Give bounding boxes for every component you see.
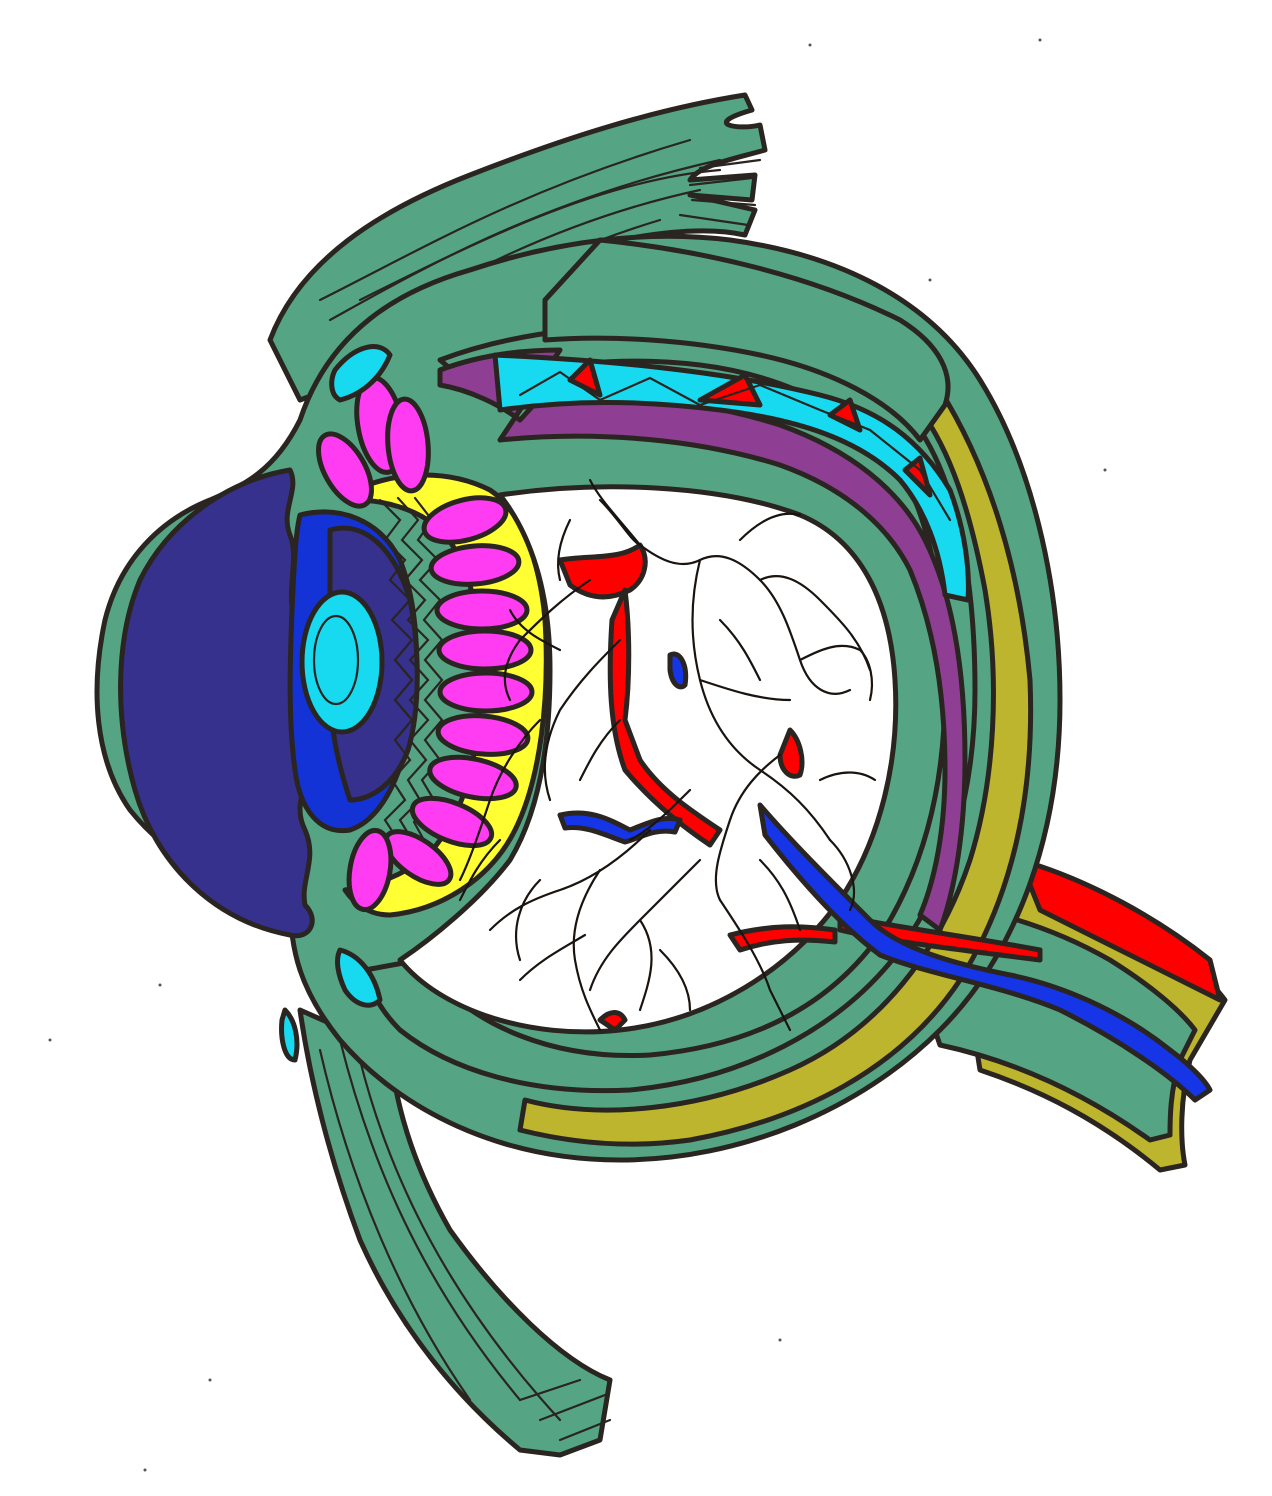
paper-specks — [48, 38, 1107, 1472]
lens-nucleus — [312, 614, 360, 706]
vitreous-body — [397, 484, 899, 1035]
lower-conjunctival-sac — [335, 947, 383, 1008]
scleral-flap — [542, 237, 951, 443]
retinal-arteries — [557, 542, 1043, 1033]
retinal-vessel-network — [458, 478, 877, 1032]
retinal-veins — [557, 651, 1213, 1103]
upper-conjunctival-sac — [329, 344, 393, 403]
inferior-muscle — [297, 1007, 613, 1458]
lower-lid-detail — [279, 1007, 300, 1063]
choroid-layer — [517, 387, 1034, 1147]
choroid-vessel-strip — [492, 352, 971, 603]
